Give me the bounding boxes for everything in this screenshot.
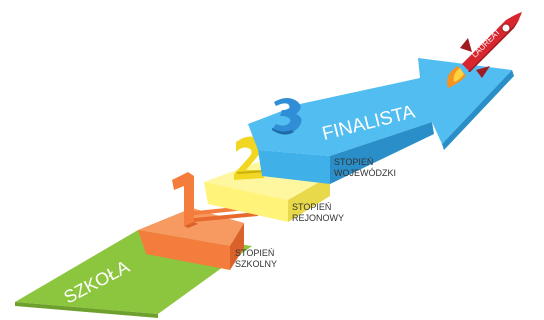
step-1-label-line2: SZKOLNY [235,259,277,269]
step-2-label-line1: STOPIEŃ [292,202,331,212]
step-3-arrow: FINALISTA STOPIEŃ WOJEWÓDZKI [248,58,514,184]
step-2-label-line2: REJONOWY [292,213,344,223]
step-1-label-line1: STOPIEŃ [235,248,274,258]
step-1: STOPIEŃ SZKOLNY [138,172,277,270]
step-3-label-line1: STOPIEŃ [334,157,373,167]
number-1-icon [172,172,198,228]
step-3-label-line2: WOJEWÓDZKI [334,168,396,178]
number-2-icon [234,136,268,180]
number-3-icon [272,98,302,135]
